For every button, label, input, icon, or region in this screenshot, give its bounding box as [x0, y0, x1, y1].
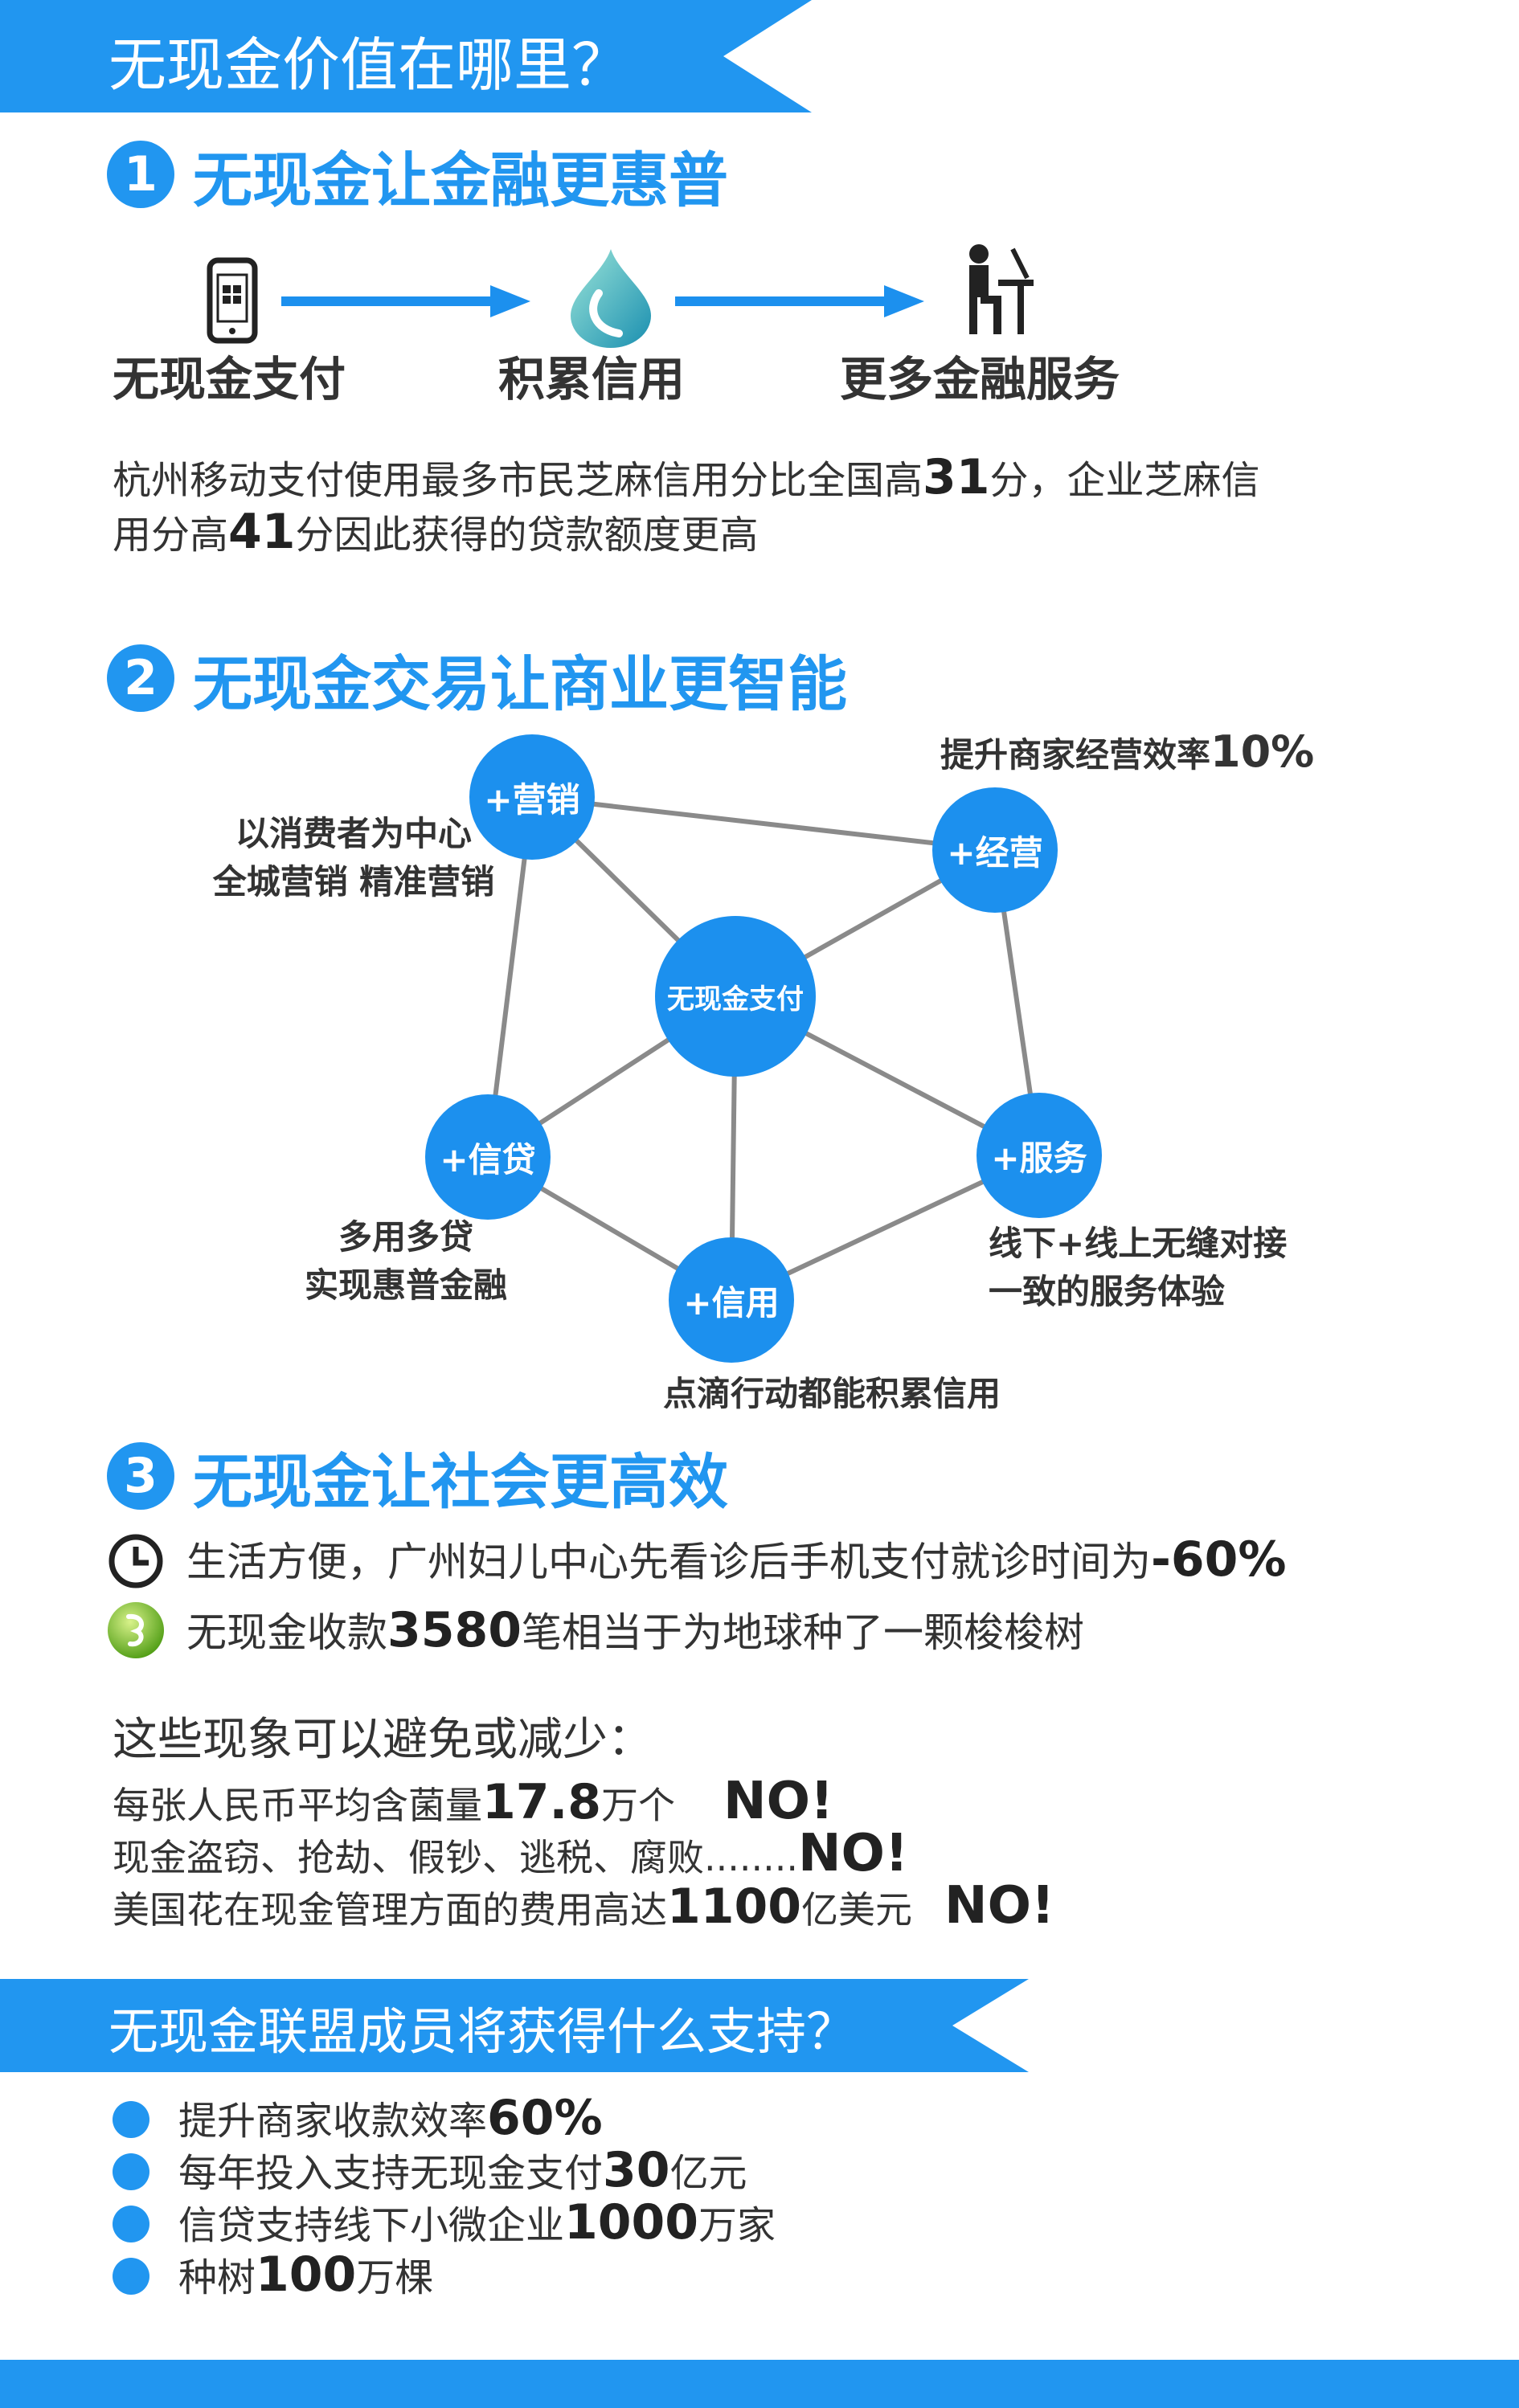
phone-icon: [207, 257, 258, 344]
section1-title: 无现金让金融更惠普: [193, 146, 728, 215]
top-banner-shape: [0, 0, 812, 112]
section3-line-convenience: 生活方便，广州妇儿中心先看诊后手机支付就诊时间为-60%: [186, 1531, 1287, 1588]
node-center-cashless-pay: 无现金支付: [655, 916, 816, 1077]
person-desk-icon: [969, 244, 1034, 334]
arrow-icon-2: [675, 285, 924, 317]
bottom-bar: [0, 2360, 1519, 2408]
flow-label-accumulate-credit: 积累信用: [498, 352, 686, 407]
support-bullet-3: [113, 2206, 149, 2242]
section3-title: 无现金让社会更高效: [193, 1448, 728, 1517]
note-credit: 点滴行动都能积累信用: [663, 1374, 1001, 1413]
section2-number: 2: [107, 644, 174, 712]
section1-number: 1: [107, 141, 174, 208]
section3-number: 3: [107, 1442, 174, 1510]
node-loan: +信贷: [425, 1094, 551, 1220]
support-banner-title: 无现金联盟成员将获得什么支持？: [108, 2002, 857, 2061]
note-operation: 提升商家经营效率10%: [940, 726, 1315, 777]
arrow-icon-1: [281, 285, 530, 317]
avoid-title: 这些现象可以避免或减少：: [113, 1714, 653, 1766]
support-item-4: 种树100万棵: [178, 2247, 434, 2303]
section1-paragraph-line1: 杭州移动支付使用最多市民芝麻信用分比全国高31分，企业芝麻信: [113, 449, 1260, 505]
note-service: 线下+线上无缝对接 一致的服务体验: [989, 1224, 1288, 1311]
drop-icon: [571, 249, 651, 348]
support-item-2: 每年投入支持无现金支付30亿元: [178, 2142, 747, 2198]
support-bullet-4: [113, 2258, 149, 2295]
support-item-1: 提升商家收款效率60%: [178, 2090, 603, 2146]
section1-paragraph-line2: 用分高41分因此获得的贷款额度更高: [113, 504, 759, 560]
support-banner-shape: [0, 1979, 1029, 2072]
support-bullet-1: [113, 2101, 149, 2138]
avoid-line-crime: 现金盗窃、抢劫、假钞、逃税、腐败........NO!: [113, 1824, 909, 1883]
node-credit: +信用: [669, 1237, 794, 1363]
note-marketing: 以消费者为中心 全城营销 精准营销: [212, 814, 495, 901]
section3-line-tree: 无现金收款3580笔相当于为地球种了一颗梭梭树: [186, 1602, 1084, 1658]
support-item-3: 信贷支持线下小微企业1000万家: [178, 2194, 776, 2251]
link-marketing-operation: [531, 795, 996, 852]
node-operation: +经营: [932, 787, 1058, 913]
note-loan: 多用多贷 实现惠普金融: [304, 1217, 507, 1305]
node-marketing: +营销: [469, 734, 595, 860]
clock-icon: [108, 1534, 163, 1588]
network-lines: [485, 795, 1042, 1302]
top-banner-title: 无现金价值在哪里？: [108, 31, 630, 99]
node-service: +服务: [976, 1093, 1102, 1218]
support-bullet-2: [113, 2153, 149, 2190]
tree-icon: [108, 1602, 164, 1658]
section2-title: 无现金交易让商业更智能: [193, 650, 847, 719]
flow-label-more-finance: 更多金融服务: [840, 352, 1120, 407]
flow-label-cashless-pay: 无现金支付: [113, 352, 346, 407]
